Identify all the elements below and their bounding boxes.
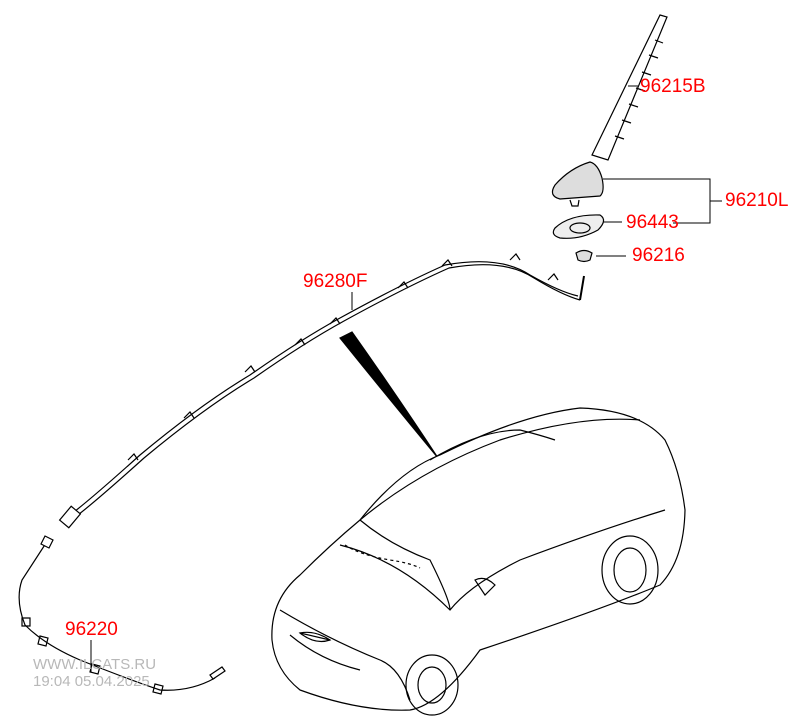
pointer-arrow [339, 331, 439, 459]
car-drawing [271, 407, 686, 716]
watermark-timestamp: 19:04 05.04.2025 [33, 673, 150, 690]
feeder-cable-drawing [58, 253, 585, 529]
extension-cable-drawing [18, 535, 226, 695]
antenna-mast-drawing [591, 14, 668, 161]
part-label-96280F[interactable]: 96280F [303, 271, 368, 292]
part-label-96215B[interactable]: 96215B [640, 76, 706, 97]
part-label-96443[interactable]: 96443 [626, 212, 679, 233]
antenna-base-drawing [551, 161, 605, 263]
watermark-site: WWW.ILCATS.RU [33, 656, 157, 673]
part-label-96216[interactable]: 96216 [632, 245, 685, 266]
part-label-96220[interactable]: 96220 [65, 619, 118, 640]
part-label-96210L[interactable]: 96210L [725, 190, 789, 211]
